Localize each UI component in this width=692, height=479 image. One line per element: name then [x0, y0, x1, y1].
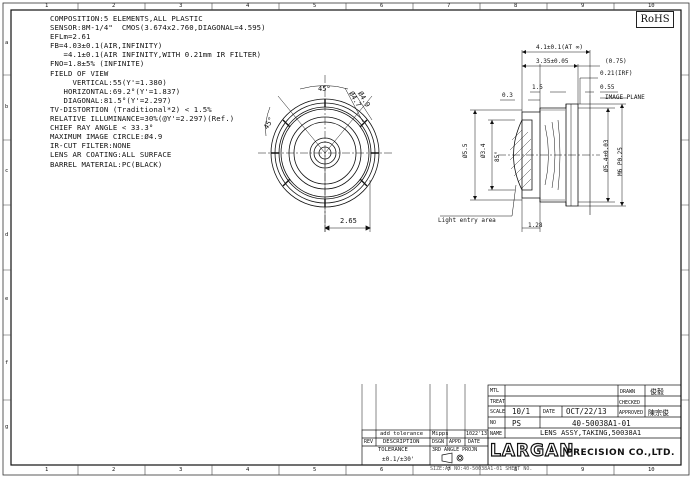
border-label: 8 — [514, 467, 518, 473]
treat-label: TREAT — [490, 399, 506, 405]
border-label: 7 — [447, 467, 451, 473]
spec-line: DIAGONAL:81.5°(Y'=2.297) — [50, 95, 172, 105]
dim-total: 4.1±0.1(AT ∞) — [536, 44, 583, 51]
border-label: 2 — [112, 467, 116, 473]
thread-spec: M6 P0.25 — [617, 147, 624, 176]
drawn-signature: 俊毅 — [650, 388, 664, 396]
spec-line: FIELD OF VIEW — [50, 68, 109, 78]
border-label: g — [5, 424, 9, 430]
border-label: 2 — [112, 3, 116, 9]
border-label: a — [5, 40, 9, 46]
spec-line: HORIZONTAL:69.2°(Y'=1.837) — [50, 86, 181, 96]
border-label: 9 — [581, 3, 585, 9]
dim-body: 3.35±0.05 — [536, 58, 569, 65]
border-label: 3 — [179, 3, 183, 9]
border-label: 8 — [514, 3, 518, 9]
dia-55: Ø5.5 — [462, 143, 469, 158]
border-label: d — [5, 232, 9, 238]
spec-line: EFLm=2.61 — [50, 32, 91, 42]
date-label: DATE — [543, 409, 556, 415]
spec-line: BARREL MATERIAL:PC(BLACK) — [50, 159, 163, 169]
border-label: 3 — [179, 467, 183, 473]
rev-label: REV — [364, 439, 374, 445]
front-angle-top: 45° — [318, 85, 331, 93]
border-label: c — [5, 168, 9, 174]
border-label: f — [5, 360, 9, 366]
dim-075: (0.75) — [605, 58, 627, 65]
spec-line: MAXIMUM IMAGE CIRCLE:Ø4.9 — [50, 132, 163, 142]
company-subtitle: PRECISION CO.,LTD. — [566, 448, 675, 458]
no-label: NO — [490, 420, 497, 426]
scale-value: 10/1 — [512, 407, 531, 416]
spec-line: =4.1±0.1(AIR INFINITY,WITH 0.21mm IR FIL… — [50, 50, 262, 60]
border-label: 5 — [313, 467, 317, 473]
drawn-label: DRAWN — [620, 389, 636, 395]
spec-line: IR-CUT FILTER:NONE — [50, 141, 131, 151]
dim-03: 0.3 — [502, 92, 513, 99]
image-plane-label: IMAGE PLANE — [605, 94, 645, 101]
tolerance-label: TOLERANCE — [378, 447, 408, 453]
date-column-label: DATE — [468, 439, 481, 445]
border-label: 5 — [313, 3, 317, 9]
border-label: 4 — [246, 467, 250, 473]
title-block-lines — [361, 384, 682, 466]
dsgn-label: DSGN — [432, 439, 445, 445]
dim-128: 1.28 — [528, 222, 543, 229]
border-label: 4 — [246, 3, 250, 9]
border-label: 10 — [648, 467, 655, 473]
angle-85: 85° — [494, 151, 501, 162]
name-label: NAME — [490, 431, 503, 437]
spec-line: FB=4.03±0.1(AIR,INFINITY) — [50, 41, 163, 51]
checked-label: CHECKED — [619, 400, 641, 406]
sheet-footer: SIZE:A3 NO:40-50038A1-01 SHEET NO. — [430, 466, 533, 472]
side-view — [440, 50, 628, 232]
border-label: e — [5, 296, 9, 302]
description-label: DESCRIPTION — [383, 439, 420, 445]
rev-row-signature: Mipps — [432, 431, 449, 437]
drawing-number: 40-50038A1-01 — [572, 419, 631, 428]
spec-line: CHIEF RAY ANGLE < 33.3° — [50, 123, 154, 133]
rohs-badge: RoHS — [636, 11, 674, 28]
dim-irf: 0.21(IRF) — [600, 70, 633, 77]
appd-label: APPD — [449, 439, 462, 445]
border-label: 10 — [648, 3, 655, 9]
mtl-label: MTL — [490, 388, 500, 394]
spec-line: RELATIVE ILLUMINANCE=30%(@Y'=2.297)(Ref.… — [50, 114, 235, 124]
company-logo: LARGAN — [489, 440, 575, 461]
spec-line: VERTICAL:55(Y'=1.380) — [50, 77, 167, 87]
dia-54: Ø5.4±0.03 — [603, 139, 610, 172]
spec-line: LENS AR COATING:ALL SURFACE — [50, 150, 172, 160]
scale-label: SCALE — [490, 409, 506, 415]
dim-15: 1.5 — [532, 84, 543, 91]
approved-signature: 陳宗俊 — [648, 409, 669, 417]
front-width: 2.65 — [340, 217, 357, 225]
border-label: b — [5, 104, 9, 110]
projection-label: 3RD ANGLE PROJN — [432, 447, 478, 453]
border-label: 1 — [45, 3, 49, 9]
tolerance-value: ±0.1/±30' — [382, 456, 415, 463]
date-value: OCT/22/13 — [566, 407, 607, 416]
border-label: 7 — [447, 3, 451, 9]
spec-line: TV-DISTORTION (Traditional*2) < 1.5% — [50, 104, 212, 114]
border-label: 9 — [581, 467, 585, 473]
rev-row-text: add tolerance — [380, 431, 424, 437]
spec-line: SENSOR:8M-1/4" CMOS(3.674x2.760,DIAGONAL… — [50, 23, 266, 33]
name-value: LENS ASSY,TAKING,50038A1 — [540, 429, 642, 437]
front-view — [258, 75, 392, 232]
no-value: PS — [512, 419, 522, 428]
spec-line: COMPOSITION:5 ELEMENTS,ALL PLASTIC — [50, 14, 203, 23]
approved-label: APPROVED — [619, 410, 644, 416]
border-label: 6 — [380, 3, 384, 9]
spec-line: FNO=1.8±5% (INFINITE) — [50, 59, 145, 69]
dia-34: Ø3.4 — [480, 143, 487, 158]
dim-055: 0.55 — [600, 84, 615, 91]
border-label: 6 — [380, 467, 384, 473]
light-entry-label: Light entry area — [438, 217, 496, 224]
rev-row-date: 1022'13 — [466, 431, 488, 437]
border-label: 1 — [45, 467, 49, 473]
